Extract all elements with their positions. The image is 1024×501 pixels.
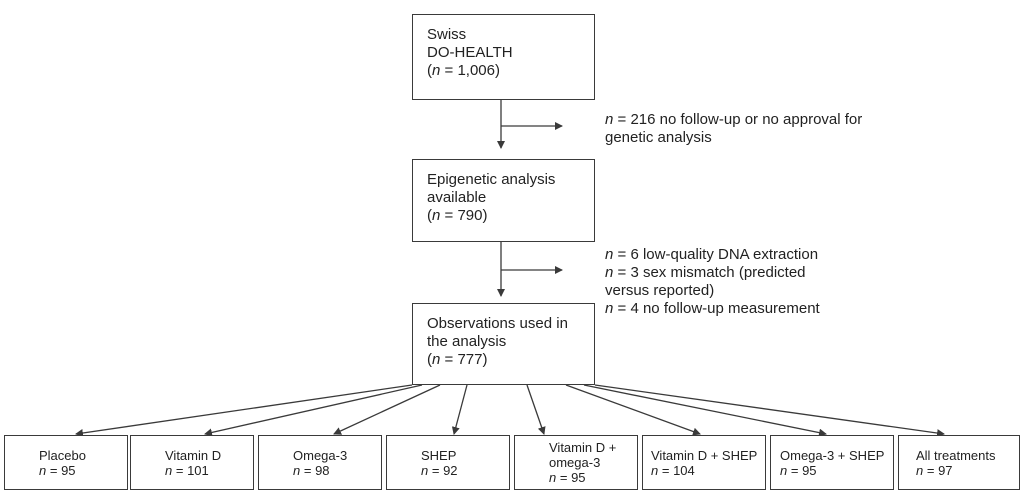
group-count: n = 101 (165, 462, 209, 478)
group-count: n = 97 (916, 462, 953, 478)
box-line: Swiss (427, 26, 467, 43)
exclusion-count: 4 (630, 300, 639, 317)
group-count: n = 104 (651, 462, 695, 478)
group-label: Omega-3 + SHEP (780, 447, 885, 463)
group-box-shep: SHEP n = 92 (386, 435, 510, 490)
group-box-omega-3: Omega-3 n = 98 (258, 435, 382, 490)
exclusion-text: genetic analysis (605, 129, 712, 146)
count-value: 777 (457, 351, 483, 368)
exclusion-count: 3 (630, 264, 639, 281)
group-label: Placebo (39, 447, 86, 463)
group-box-vitamin-d: Vitamin D n = 101 (130, 435, 254, 490)
exclusion-note-1: n = 216 no follow-up or no approval for … (605, 111, 863, 146)
arrow-to-group-2 (204, 384, 423, 437)
exclusion-text: low-quality DNA extraction (642, 246, 819, 263)
arrow-to-group-4 (451, 384, 468, 435)
exclusion-text: versus reported) (605, 282, 715, 299)
box-line: the analysis (427, 333, 507, 350)
exclusion-count: 216 (630, 111, 656, 128)
group-box-placebo: Placebo n = 95 (4, 435, 128, 490)
box-line: DO-HEALTH (427, 44, 513, 61)
exclusion-note-2: n = 6 low-quality DNA extraction n = 3 s… (605, 246, 820, 317)
box-count: (n = 1,006) (427, 62, 500, 79)
group-label: Omega-3 (293, 447, 348, 463)
group-box-vitamin-d-shep: Vitamin D + SHEP n = 104 (642, 435, 766, 490)
swiss-do-health-box: Swiss DO-HEALTH (n = 1,006) (412, 14, 595, 100)
group-label: Vitamin D + SHEP (651, 447, 758, 463)
group-box-vitamin-d-omega-3: Vitamin D + omega-3 n = 95 (514, 435, 638, 490)
count-value: 790 (457, 207, 483, 224)
box-line: Observations used in (427, 315, 568, 332)
group-label-2: omega-3 (549, 455, 601, 470)
group-label: All treatments (916, 447, 996, 463)
exclusion-text: no follow-up or no approval for (659, 111, 863, 128)
epigenetic-analysis-box: Epigenetic analysis available (n = 790) (412, 159, 595, 242)
group-label: Vitamin D + (549, 440, 617, 455)
observations-box: Observations used in the analysis (n = 7… (412, 303, 595, 385)
arrow-to-group-5 (526, 384, 546, 435)
group-box-all-treatments: All treatments n = 97 (898, 435, 1020, 490)
exclusion-text: no follow-up measurement (642, 300, 820, 317)
box-count: (n = 777) (427, 351, 488, 368)
arrow-to-group-3 (333, 384, 441, 435)
group-count: n = 95 (39, 462, 76, 478)
group-label: SHEP (421, 447, 457, 463)
box-line: Epigenetic analysis (427, 171, 556, 188)
count-value: 1,006 (457, 62, 495, 79)
box-count: (n = 790) (427, 207, 488, 224)
group-count: n = 98 (293, 462, 330, 478)
group-count: n = 95 (780, 462, 817, 478)
exclusion-count: 6 (630, 246, 639, 263)
box-line: available (427, 189, 487, 206)
group-count: n = 95 (549, 470, 586, 485)
arrow-to-group-1 (75, 384, 413, 437)
group-label: Vitamin D (165, 447, 222, 463)
group-count: n = 92 (421, 462, 458, 478)
group-box-omega-3-shep: Omega-3 + SHEP n = 95 (770, 435, 894, 490)
exclusion-text: sex mismatch (predicted (642, 264, 806, 281)
arrow-to-group-6 (565, 384, 701, 436)
arrow-to-group-8 (594, 384, 945, 437)
arrow-to-group-7 (583, 384, 827, 437)
